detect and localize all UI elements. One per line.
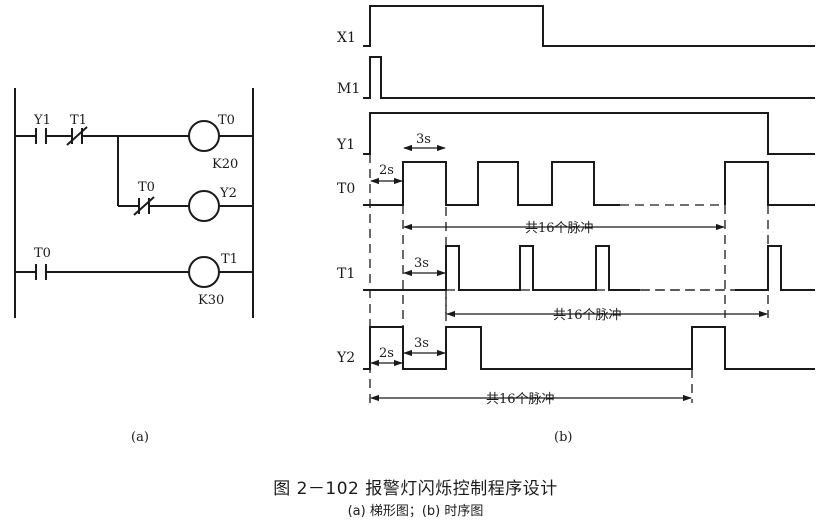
pulse-label-t0: 共16个脉冲: [525, 221, 594, 236]
ladder-labels: Y1 T1 T0 K20 T0 Y2 T0 T1 K30 (a): [33, 113, 238, 445]
dim-label-y2-3s: 3s: [414, 336, 429, 351]
waveform-t1: [363, 245, 640, 291]
waveform-m1: [363, 56, 815, 99]
waveform-t0-tail: [724, 161, 815, 206]
signal-label-t0: T0: [337, 181, 355, 197]
waveform-y1: [363, 112, 815, 155]
timing-labels: X1 M1 Y1 T0 T1 Y2 2s 3s 3s 2s 3s 共16个脉冲 …: [336, 30, 622, 445]
panel-a-label: (a): [131, 430, 149, 445]
label-y2-coil: Y2: [219, 186, 237, 201]
ladder-diagram: [14, 88, 254, 318]
waveform-t0: [363, 161, 620, 206]
pulse-label-t1: 共16个脉冲: [553, 308, 622, 323]
coil-t1: [188, 256, 220, 288]
waveform-y2: [363, 326, 815, 370]
rung-1: [15, 120, 253, 152]
label-t1-contact: T1: [70, 113, 87, 128]
label-k30: K30: [198, 293, 224, 308]
timing-dimension-arrows: [370, 144, 768, 402]
signal-label-y1: Y1: [336, 137, 355, 153]
coil-y2: [188, 190, 220, 222]
signal-label-t1: T1: [337, 266, 355, 282]
signal-label-x1: X1: [337, 30, 356, 46]
label-k20: K20: [212, 157, 238, 172]
figure-caption-subtitle: (a) 梯形图；(b) 时序图: [347, 504, 484, 519]
label-t0-coil: T0: [218, 113, 235, 128]
coil-t0: [188, 120, 220, 152]
figure-caption-title: 图 2－102 报警灯闪烁控制程序设计: [273, 479, 558, 499]
waveform-x1: [363, 5, 815, 47]
label-y1-contact: Y1: [33, 113, 51, 128]
label-t0-branch-contact: T0: [138, 180, 155, 195]
dim-label-t1-3s: 3s: [414, 256, 429, 271]
label-t1-coil: T1: [221, 252, 238, 267]
label-t0-rung3-contact: T0: [34, 246, 51, 261]
signal-label-m1: M1: [337, 81, 360, 97]
rung-3: [15, 256, 253, 288]
dim-label-t0-2s: 2s: [379, 163, 394, 178]
dim-label-y2-2s: 2s: [379, 346, 394, 361]
dim-label-t0-3s: 3s: [416, 132, 431, 147]
rung-2: [117, 136, 253, 222]
signal-label-y2: Y2: [336, 350, 355, 366]
timing-waveforms: [363, 5, 815, 370]
panel-b-label: (b): [554, 430, 572, 445]
waveform-t1-tail: [735, 245, 815, 291]
timing-dashed-guides: [369, 154, 769, 403]
pulse-label-y2: 共16个脉冲: [486, 392, 555, 407]
